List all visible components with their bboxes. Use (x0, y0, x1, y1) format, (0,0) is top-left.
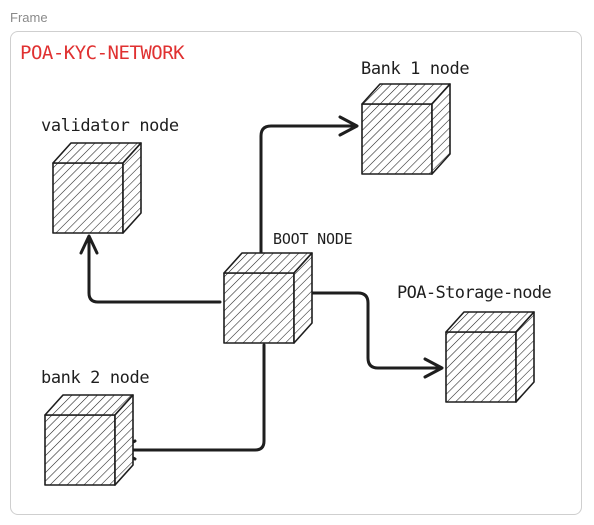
bank1-node-cube[interactable] (361, 83, 451, 175)
bank1-node-label[interactable]: Bank 1 node (361, 59, 470, 79)
frame-label[interactable]: Frame (10, 10, 48, 25)
storage-node-cube[interactable] (445, 311, 535, 403)
storage-node-label[interactable]: POA-Storage-node (397, 283, 552, 303)
validator-node-cube[interactable] (52, 142, 142, 234)
connector-boot-to-bank1[interactable] (259, 124, 356, 257)
boot-node-cube[interactable] (223, 252, 313, 344)
bank2-node-label[interactable]: bank 2 node (41, 368, 150, 388)
connector-boot-to-validator[interactable] (87, 236, 222, 304)
validator-node-label[interactable]: validator node (41, 116, 179, 136)
frame-title[interactable]: POA-KYC-NETWORK (20, 42, 185, 64)
boot-node-label[interactable]: BOOT NODE (273, 230, 353, 248)
connector-storage-arrowhead (423, 357, 444, 379)
connector-boot-to-storage[interactable] (294, 291, 442, 370)
connector-boot-to-bank2[interactable] (117, 343, 266, 452)
connector-bank1-arrowhead (338, 115, 359, 137)
frame-border[interactable] (10, 31, 582, 515)
bank2-node-cube[interactable] (44, 394, 134, 486)
connector-validator-arrowhead (79, 234, 99, 255)
